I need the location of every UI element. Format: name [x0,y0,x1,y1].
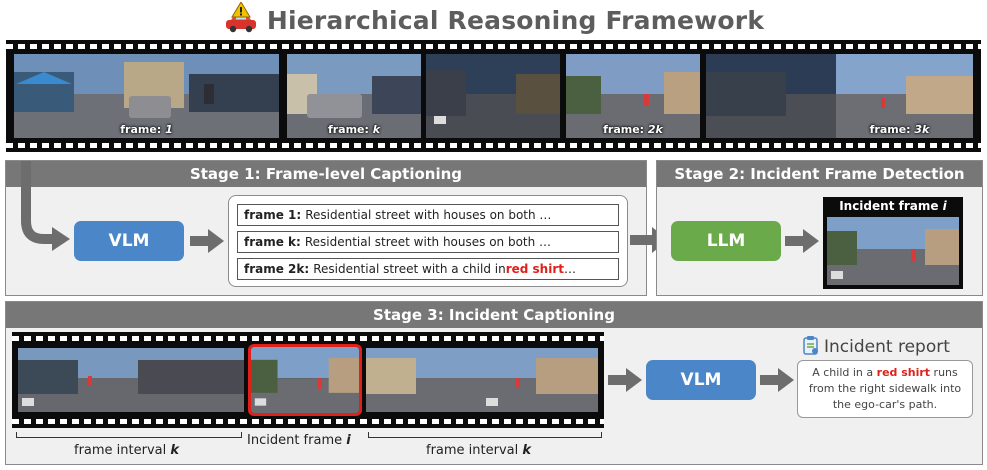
incident-frame-highlighted [248,344,362,416]
film-to-vlm-arrow [21,161,70,251]
report-clipboard-icon [802,335,820,359]
stage1-heading: Stage 1: Frame-level Captioning [6,161,646,187]
interval-brace-right [368,432,602,438]
caption-line-1: frame 1: Residential street with houses … [237,204,619,226]
stage3-heading: Stage 3: Incident Captioning [6,302,982,328]
frame-label-k: frame: k [327,123,381,136]
stage2-heading: Stage 2: Incident Frame Detection [657,161,982,187]
stage1-vlm-box: VLM [74,221,184,261]
stage2-panel: Stage 2: Incident Frame Detection LLM In… [656,160,983,296]
video-frame-3k: frame: 3k [706,54,973,138]
top-film-strip: frame: 1 frame: k frame: 2k [6,40,981,152]
frame-label-1: frame: 1 [120,123,173,136]
caption-line-k: frame k:Residential street with houses o… [237,231,619,253]
captions-box: frame 1: Residential street with houses … [228,195,628,287]
incident-frame-thumbnail: Incident frame i [823,197,963,289]
interval-label-left: frame interval k [74,443,180,458]
incident-frame-label: Incident frame i [839,199,947,213]
bottom-film-strip [12,332,604,428]
frame-label-3k: frame: 3k [869,123,930,136]
interval-frame-left [18,348,244,412]
stage2-llm-box: LLM [671,221,781,261]
video-frame-mid [426,54,560,138]
video-frame-2k: frame: 2k [566,54,700,138]
interval-label-right: frame interval k [426,443,532,458]
film-to-vlm-stage3-arrow [608,368,642,392]
video-frame-1: frame: 1 [14,54,279,138]
incident-report-box: A child in a red shirt runs from the rig… [797,360,973,418]
caption-line-2k: frame 2k: Residential street with a chil… [237,258,619,280]
interval-frame-right [366,348,598,412]
page-title: Hierarchical Reasoning Framework [266,5,765,35]
interval-brace-left [16,432,242,438]
report-title: Incident report [824,337,950,357]
llm-to-frame-arrow [785,229,819,253]
report-header: Incident report [802,336,950,358]
frame-label-2k: frame: 2k [603,123,663,136]
title-bar: Hierarchical Reasoning Framework [0,1,987,38]
vlm-to-report-arrow [760,368,794,392]
video-frame-k: frame: k [287,54,421,138]
stage3-panel: Stage 3: Incident Captioning [5,301,983,465]
vlm-to-captions-arrow [190,229,224,253]
car-warning-icon [223,1,259,38]
stage3-vlm-box: VLM [646,360,756,400]
stage1-panel: Stage 1: Frame-level Captioning VLM fram… [5,160,647,296]
incident-frame-caption: Incident frame i [247,433,351,448]
